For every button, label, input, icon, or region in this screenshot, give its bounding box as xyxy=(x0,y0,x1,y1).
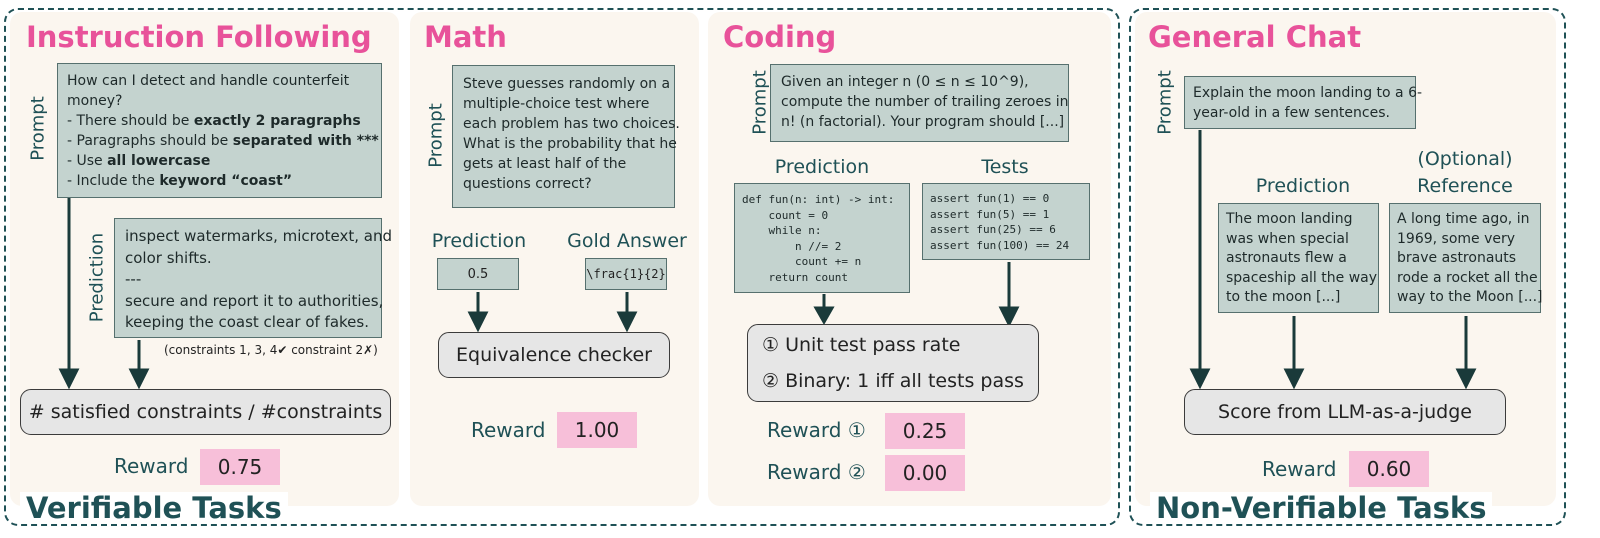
math-reward-label: Reward xyxy=(471,418,546,442)
prompt-line: - Paragraphs should be separated with **… xyxy=(67,131,379,151)
prompt-line: gets at least half of the xyxy=(463,156,627,172)
prompt-line: each problem has two choices. xyxy=(463,116,680,132)
prompt-line-text: - Include the xyxy=(67,173,160,189)
math-reward-value: 1.00 xyxy=(557,412,637,448)
coding-reward2-label: Reward ② xyxy=(767,460,866,484)
prediction-line: keeping the coast clear of fakes. xyxy=(125,313,369,331)
instruction-reward-value: 0.75 xyxy=(200,449,280,485)
math-title: Math xyxy=(424,20,507,54)
reference-line: 1969, some very xyxy=(1397,230,1516,247)
prompt-line: questions correct? xyxy=(463,176,592,192)
chat-judge: Score from LLM-as-a-judge xyxy=(1184,389,1506,435)
prediction-line: astronauts flew a xyxy=(1226,250,1347,266)
math-gold-label: Gold Answer xyxy=(567,230,687,252)
verifiable-tasks-label: Verifiable Tasks xyxy=(20,492,288,524)
instruction-reward-label: Reward xyxy=(114,454,189,478)
chat-reward-label: Reward xyxy=(1262,457,1337,481)
chat-optional-label: (Optional) xyxy=(1417,148,1513,170)
reference-line: way to the Moon [...] xyxy=(1397,289,1543,305)
prediction-line: spaceship all the way xyxy=(1226,269,1378,286)
non-verifiable-tasks-label: Non-Verifiable Tasks xyxy=(1150,492,1493,524)
chat-title: General Chat xyxy=(1148,20,1362,54)
coding-tests-code: assert fun(1) == 0 assert fun(5) == 1 as… xyxy=(922,183,1090,260)
prompt-line: multiple-choice test where xyxy=(463,96,650,112)
instruction-prompt-box: How can I detect and handle counterfeit m… xyxy=(57,63,382,198)
math-judge: Equivalence checker xyxy=(438,332,670,378)
math-gold-value: \frac{1}{2} xyxy=(585,258,667,290)
prompt-line: Steve guesses randomly on a xyxy=(463,76,671,92)
math-prompt-box: Steve guesses randomly on a multiple-cho… xyxy=(452,65,680,208)
prediction-line: color shifts. xyxy=(125,248,212,267)
coding-prediction-label: Prediction xyxy=(774,156,870,178)
prompt-line-text: - There should be xyxy=(67,113,194,129)
chat-reference-label: Reference xyxy=(1417,175,1513,197)
prompt-line: compute the number of trailing zeroes in xyxy=(781,94,1069,110)
prompt-line: money? xyxy=(67,91,372,111)
prompt-line: What is the probability that he xyxy=(463,136,677,152)
math-prompt-label: Prompt xyxy=(425,103,447,168)
chat-prediction-label: Prediction xyxy=(1255,175,1351,197)
prompt-line-bold: all lowercase xyxy=(107,153,211,169)
reference-line: rode a rocket all the xyxy=(1397,269,1538,286)
instruction-prediction-label: Prediction xyxy=(86,232,108,323)
prediction-line: --- xyxy=(125,270,142,288)
prompt-line-text: money? xyxy=(67,93,123,109)
prompt-line: year-old in a few sentences. xyxy=(1193,105,1390,121)
chat-reference-box: A long time ago, in 1969, some very brav… xyxy=(1389,203,1543,313)
prompt-line: - Use all lowercase xyxy=(67,151,372,171)
prompt-line: Explain the moon landing to a 6- xyxy=(1193,85,1423,101)
prompt-line-bold: keyword “coast” xyxy=(159,173,293,189)
chat-reward-value: 0.60 xyxy=(1349,451,1429,487)
prompt-line: How can I detect and handle counterfeit xyxy=(67,71,372,91)
coding-reward2-value: 0.00 xyxy=(885,455,965,491)
coding-reward1-label: Reward ① xyxy=(767,418,866,442)
prediction-line: secure and report it to authorities, xyxy=(125,291,384,310)
prompt-line: - There should be exactly 2 paragraphs xyxy=(67,111,372,131)
prompt-line-text: - Paragraphs should be xyxy=(67,133,233,149)
coding-judge: ① Unit test pass rate ② Binary: 1 iff al… xyxy=(747,324,1039,402)
math-prediction-value: 0.5 xyxy=(437,258,519,290)
reference-line: A long time ago, in xyxy=(1397,211,1530,227)
coding-prompt-box: Given an integer n (0 ≤ n ≤ 10^9), compu… xyxy=(770,64,1069,142)
verifiable-group-outline xyxy=(4,8,1120,526)
prediction-line: to the moon [...] xyxy=(1226,289,1341,305)
chat-prediction-box: The moon landing was when special astron… xyxy=(1218,203,1379,313)
coding-judge-line1: ① Unit test pass rate xyxy=(762,334,961,356)
non-verifiable-group-outline xyxy=(1129,8,1566,526)
instruction-judge: # satisfied constraints / #constraints xyxy=(20,389,391,435)
instruction-prompt-label: Prompt xyxy=(27,96,49,161)
coding-prediction-code: def fun(n: int) -> int: count = 0 while … xyxy=(734,183,910,293)
prompt-line-text: How can I detect and handle counterfeit xyxy=(67,73,350,89)
coding-reward1-value: 0.25 xyxy=(885,413,965,449)
prediction-line: The moon landing xyxy=(1226,211,1353,227)
prompt-line-bold: separated with *** xyxy=(232,133,379,149)
prompt-line-bold: exactly 2 paragraphs xyxy=(193,113,361,129)
chat-prompt-label: Prompt xyxy=(1154,70,1176,135)
prompt-line: - Include the keyword “coast” xyxy=(67,171,372,191)
prompt-line: Given an integer n (0 ≤ n ≤ 10^9), xyxy=(781,74,1029,90)
chat-prompt-box: Explain the moon landing to a 6- year-ol… xyxy=(1184,76,1423,129)
constraints-note: (constraints 1, 3, 4✔ constraint 2✗) xyxy=(164,343,378,357)
prompt-line-text: - Use xyxy=(67,153,108,169)
coding-tests-label: Tests xyxy=(981,156,1029,178)
prediction-line: inspect watermarks, microtext, and xyxy=(125,227,393,245)
prompt-line: n! (n factorial). Your program should [.… xyxy=(781,114,1065,130)
instruction-title: Instruction Following xyxy=(26,20,372,54)
coding-prompt-label: Prompt xyxy=(749,70,771,135)
prediction-line: was when special xyxy=(1226,230,1349,247)
instruction-prediction-box: inspect watermarks, microtext, and color… xyxy=(114,218,393,338)
math-prediction-label: Prediction xyxy=(431,230,527,252)
coding-title: Coding xyxy=(723,20,837,54)
coding-judge-line2: ② Binary: 1 iff all tests pass xyxy=(762,370,1024,392)
reference-line: brave astronauts xyxy=(1397,250,1517,266)
